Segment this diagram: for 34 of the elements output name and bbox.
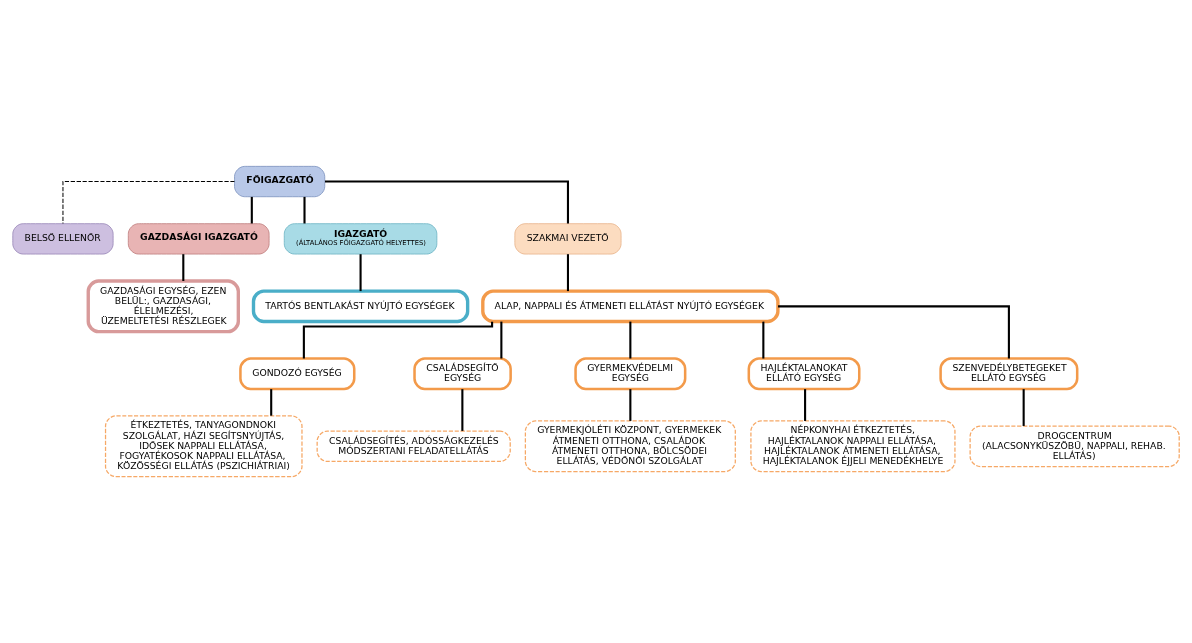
connector [62, 181, 235, 225]
connector [500, 321, 503, 359]
node-box: ALAP, NAPPALI ÉS ÁTMENETI ELLÁTÁST NYÚJTÓ EGYSÉGEK [481, 289, 780, 324]
node-box: GONDOZÓ EGYSÉG [239, 357, 356, 391]
connector [182, 254, 185, 281]
connector [359, 254, 362, 292]
connector [804, 389, 807, 421]
connector [629, 321, 632, 359]
node-box: DROGCENTRUM (ALACSONYKÜSZÖBŰ, NAPPALI, REHAB. ELLÁTÁS) [969, 425, 1180, 468]
node-box: TARTÓS BENTLAKÁST NYÚJTÓ EGYSÉGEK [251, 289, 470, 324]
node-box: ÉTKEZTETÉS, TANYAGONDNOKI SZOLGÁLAT, HÁZI SEGÍTSNYÚJTÁS, IDŐSEK NAPPALI ELLÁTÁSA, FOGYATÉKOSOK NAPPALI ELLÁTÁSA, KÖZÖSSÉGI ELLÁTÁS (PSZICHIÁTRIAI) [104, 415, 303, 478]
connector [302, 321, 494, 359]
connector [566, 254, 570, 292]
connector [1022, 389, 1025, 426]
node-box: NÉPKONYHAI ÉTKEZTETÉS, HAJLÉKTALANOK NAPPALI ELLÁTÁSA, HAJLÉKTALANOK ÁTMENETI ELLÁTÁSA, HAJLÉKTALANOK ÉJJELI MENEDÉKHELYE [750, 420, 956, 473]
node-box: CSALÁDSEGÍTŐ EGYSÉG [413, 357, 512, 391]
connector [762, 321, 765, 359]
node-box: GAZDASÁGI IGAZGATÓ [127, 223, 270, 255]
connector [250, 196, 253, 224]
connector [778, 305, 1010, 359]
connector [629, 389, 632, 421]
node-box: SZAKMAI VEZETŐ [514, 223, 622, 255]
connector [270, 389, 273, 416]
node-box: CSALÁDSEGÍTÉS, ADÓSSÁGKEZELÉS MÓDSZERTANI FELADATELLÁTÁS [316, 430, 511, 463]
connector [461, 389, 464, 431]
connector [303, 196, 306, 224]
node-box: FŐIGAZGATÓ [234, 165, 326, 198]
node-box: SZENVEDÉLYBETEGEKET ELLÁTÓ EGYSÉG [939, 357, 1079, 391]
node-box: GYERMEKJÓLÉTI KÖZPONT, GYERMEKEK ÁTMENETI OTTHONA, CSALÁDOK ÁTMENETI OTTHONA, BÖLCSÖDEI ELLÁTÁS, VÉDŐNŐI SZOLGÁLAT [524, 420, 736, 473]
connector [325, 180, 570, 224]
node-box: GAZDASÁGI EGYSÉG, EZEN BELÜL:, GAZDASÁGI, ÉLELMEZÉSI, ÜZEMELTETÉSI RÉSZLEGEK [86, 279, 240, 334]
node-box: BELSŐ ELLENŐR [12, 223, 114, 255]
node-box: HAJLÉKTALANOKAT ELLÁTÓ EGYSÉG [747, 357, 861, 391]
node-box: GYERMEKVÉDELMI EGYSÉG [574, 357, 687, 391]
